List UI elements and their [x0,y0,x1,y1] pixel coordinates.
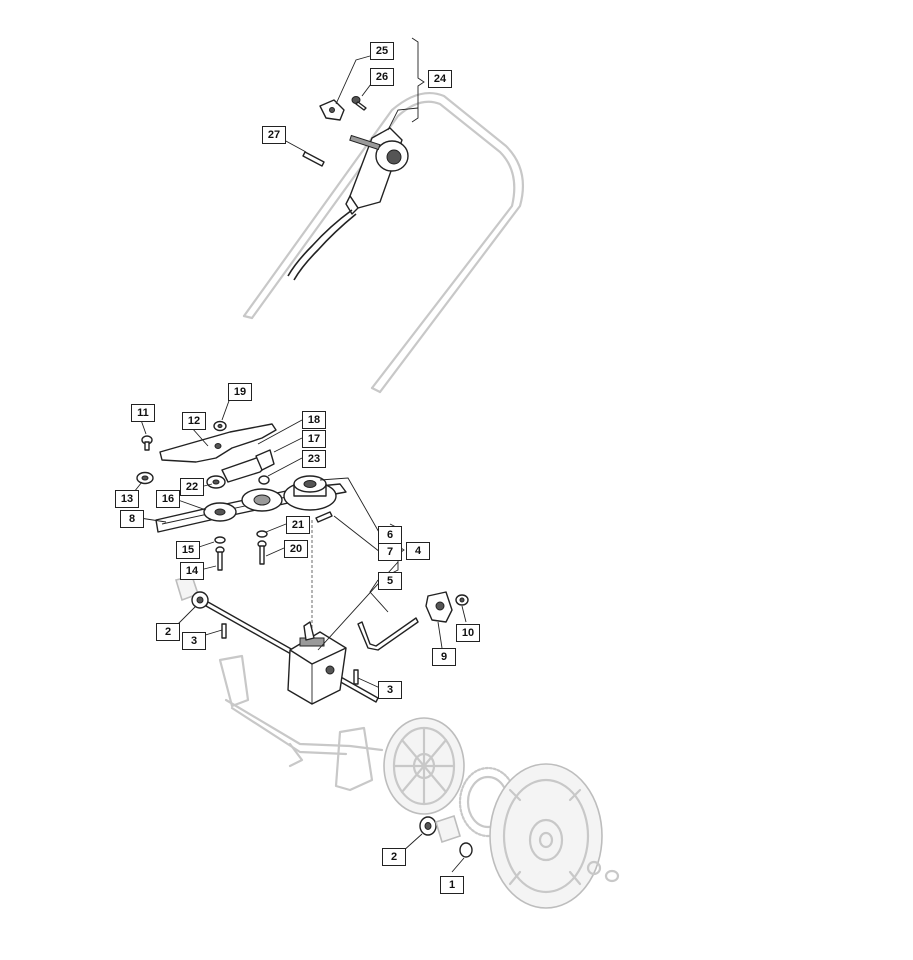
clip-part [319,99,345,121]
callout-25: 25 [370,42,394,60]
callout-21: 21 [286,516,310,534]
callout-19: 19 [228,383,252,401]
leader-5 [369,579,389,613]
callout-1: 1 [440,876,464,894]
callout-3-upper: 3 [182,632,206,650]
leader-26 [361,83,372,97]
callout-17: 17 [302,430,326,448]
callout-3-lower: 3 [378,681,402,699]
leader-2a [175,605,197,627]
bracket-hole [214,443,222,449]
leader-23 [267,457,303,477]
callout-13: 13 [115,490,139,508]
control-lever-assembly [345,127,409,215]
callout-7: 7 [378,543,402,561]
leader-20 [265,547,285,557]
leader-6 [319,477,381,535]
leader-9 [437,621,443,649]
leader-10 [461,605,467,623]
bolt-part-11 [141,435,153,451]
gearbox-assembly [287,621,347,705]
callout-4: 4 [406,542,430,560]
callout-6: 6 [378,526,402,544]
pin-part-27 [302,151,325,167]
spring-bracket [255,449,275,471]
leader-24-bracket [411,37,425,123]
callout-15: 15 [176,541,200,559]
nut-part-19 [213,420,227,432]
pin-part-3-left [221,623,227,639]
cable-bracket-part-9 [425,591,453,623]
pin-part-3-right [353,669,359,685]
callout-5: 5 [378,572,402,590]
leader-21 [265,523,287,533]
pinion-gear-right [419,814,461,844]
wheel-cap-outline [383,717,465,815]
callout-10: 10 [456,624,480,642]
leader-17 [273,437,303,453]
callout-8: 8 [120,510,144,528]
control-cable [287,209,353,277]
callout-24: 24 [428,70,452,88]
main-drive-pulley [283,475,337,511]
circlip-part-1 [459,842,473,858]
callout-2-upper: 2 [156,623,180,641]
callout-18: 18 [302,411,326,429]
leader-7 [333,515,381,553]
callout-20: 20 [284,540,308,558]
callout-12: 12 [182,412,206,430]
callout-26: 26 [370,68,394,86]
control-cable-sheath [293,213,357,281]
nut-part-23 [258,475,270,485]
leader-22 [203,483,213,487]
callout-23: 23 [302,450,326,468]
height-adjuster-outline [218,654,384,792]
callout-9: 9 [432,648,456,666]
leader-24-lower [387,107,419,131]
lever-rod [357,617,419,651]
leader-16 [177,499,207,511]
leader-3b [357,677,381,689]
washer-part-21 [256,530,268,538]
washer-part-22 [206,475,226,489]
leader-27 [283,139,307,153]
pinion-gear-left [174,575,209,609]
callout-11: 11 [131,404,155,422]
callout-2-lower: 2 [382,848,406,866]
washer-part-15 [214,536,226,544]
leader-12 [191,427,209,447]
callout-14: 14 [180,562,204,580]
screw-part-26 [351,96,367,111]
handle-bar-outline [242,92,524,394]
pulley-part-16 [203,502,237,522]
key-part-7 [315,511,333,523]
nut-part-10 [455,594,469,606]
leader-8 [139,517,167,523]
callout-27: 27 [262,126,286,144]
rear-wheel-outline [489,763,603,909]
callout-16: 16 [156,490,180,508]
leader-11 [140,419,147,435]
bolt-part-20 [257,540,267,565]
nut-part-13 [136,471,154,485]
leader-19 [221,397,231,421]
leader-25 [335,55,371,105]
leader-1 [451,857,465,873]
wheel-bolt-outline [586,860,620,883]
leader-18 [257,419,303,445]
callout-22: 22 [180,478,204,496]
bolt-part-14 [215,546,225,571]
pulley-center [241,488,283,512]
